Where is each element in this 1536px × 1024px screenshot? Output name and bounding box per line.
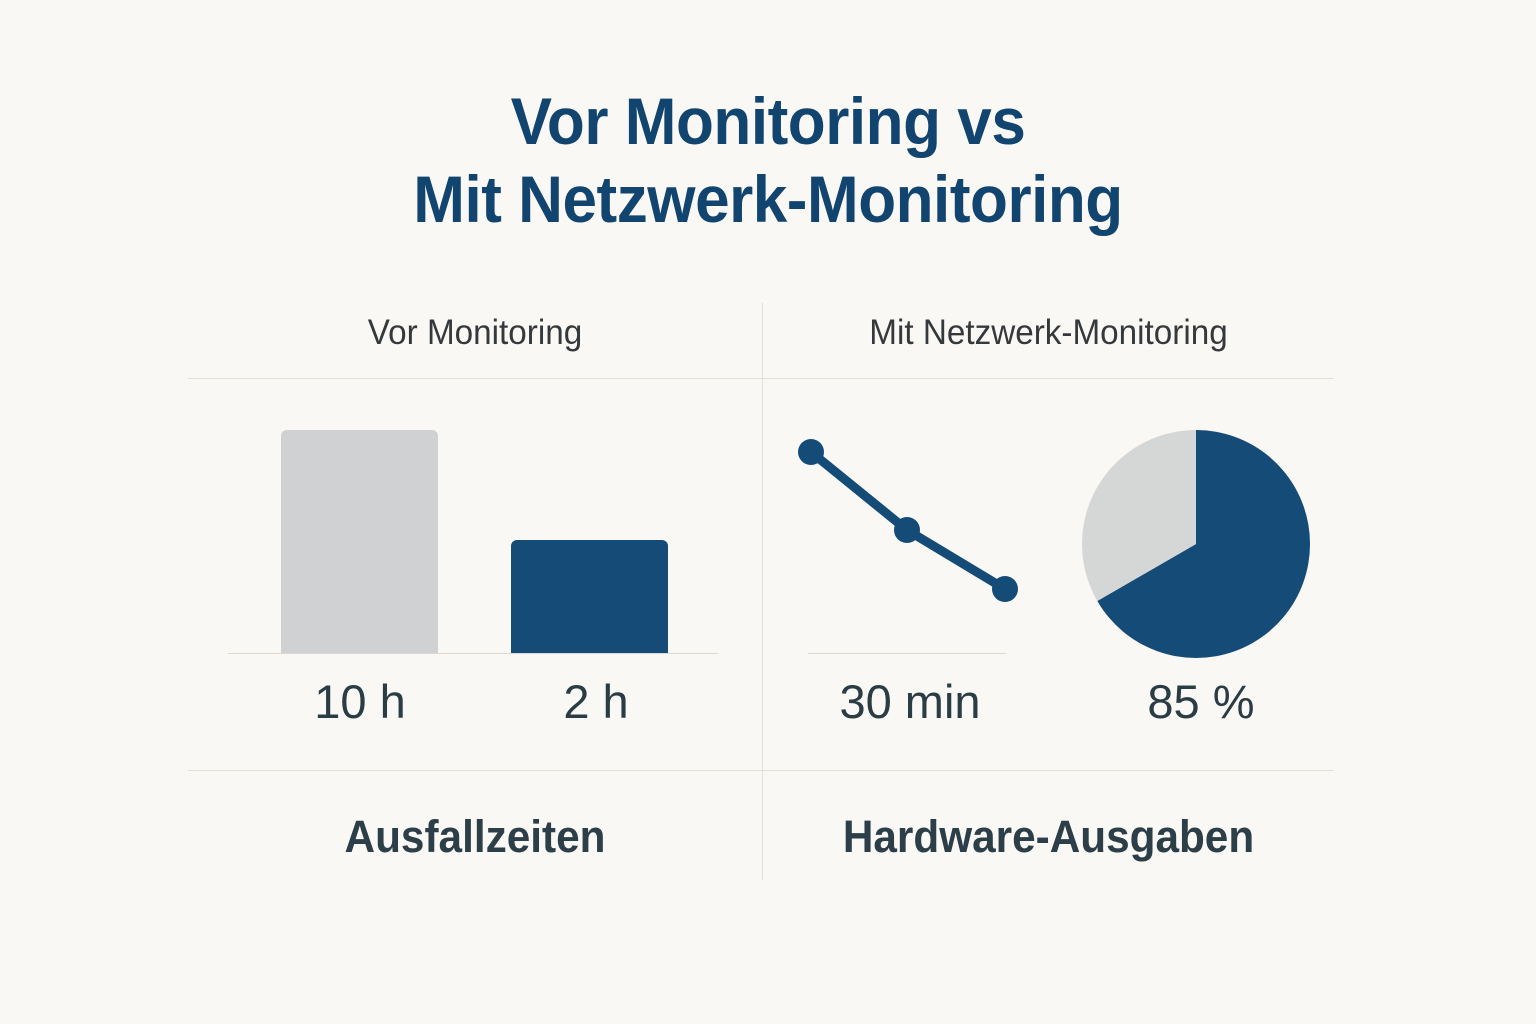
column-header-before: Vor Monitoring [367, 313, 583, 352]
value-label-bar-before: 10 h [314, 675, 406, 728]
title-line-2: Mit Netzwerk-Monitoring [413, 162, 1123, 236]
page-title: Vor Monitoring vs Mit Netzwerk-Monitorin… [0, 82, 1536, 238]
bar-before-monitoring [281, 430, 438, 653]
category-label-downtime: Ausfallzeiten [344, 811, 606, 862]
column-header-after: Mit Netzwerk-Monitoring [869, 313, 1228, 352]
bar-chart-baseline [228, 653, 718, 654]
line-point-3 [992, 576, 1018, 602]
title-line-1: Vor Monitoring vs [510, 84, 1026, 158]
value-label-line-after: 30 min [839, 675, 981, 728]
category-label-hardware-spend: Hardware-Ausgaben [842, 811, 1255, 862]
value-label-pie-after: 85 % [1147, 675, 1255, 728]
pie-slice-remainder [1082, 430, 1196, 601]
divider-vertical [762, 303, 763, 880]
divider-bottom [188, 770, 1334, 771]
pie-chart [1082, 430, 1311, 658]
bar-with-monitoring [511, 540, 668, 653]
line-chart-baseline [808, 653, 1006, 654]
pie-slice-savings [1097, 430, 1311, 658]
value-label-bar-after: 2 h [563, 675, 629, 728]
divider-top [188, 378, 1334, 379]
line-point-1 [798, 439, 824, 465]
line-point-2 [894, 517, 920, 543]
line-chart [798, 439, 1018, 602]
